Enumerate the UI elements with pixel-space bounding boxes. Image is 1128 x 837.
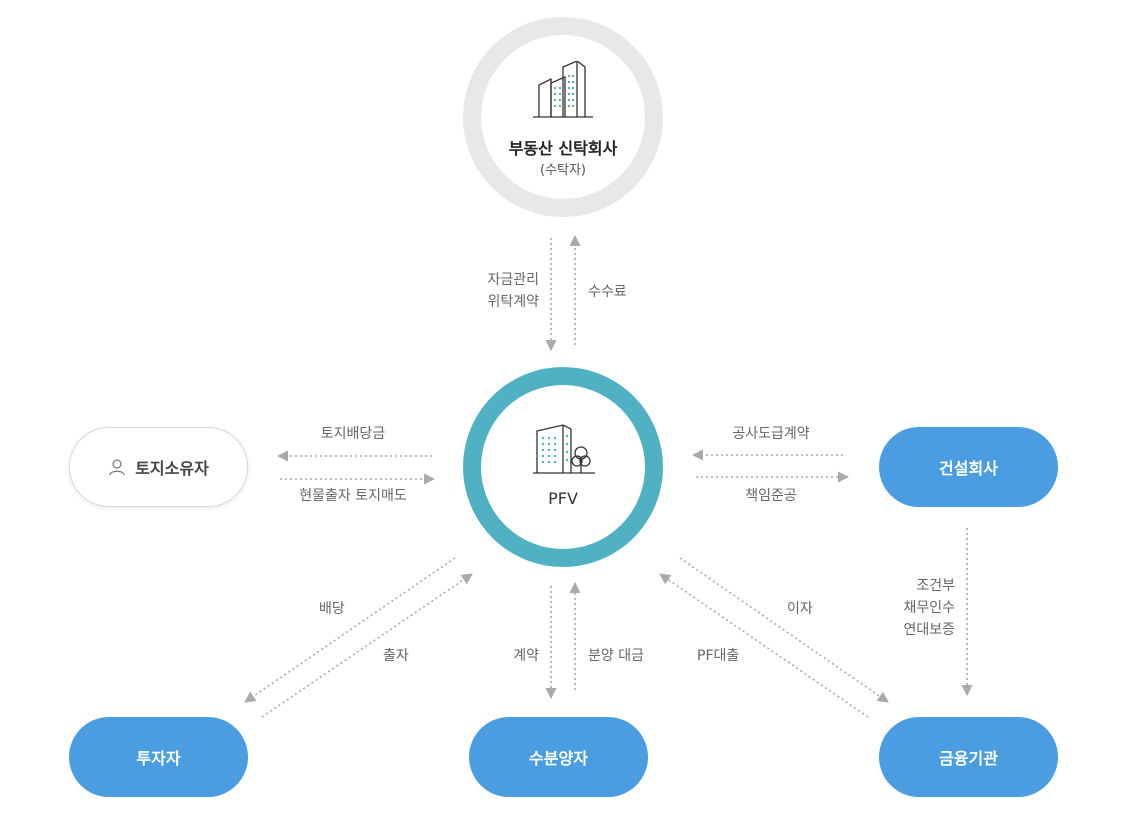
pfv-title: PFV [548,489,578,508]
financial-institution-node: 금융기관 [879,717,1058,797]
label-investor-to-pfv: 출자 [383,648,409,664]
user-icon [109,459,125,476]
buyer-title: 수분양자 [529,749,588,768]
construction-company-node: 건설회사 [879,427,1058,507]
label-construction-to-finance-line2: 채무인수 [903,600,955,616]
landowner-node: 토지소유자 [69,427,248,507]
label-trust-to-pfv-line1: 자금관리 [487,272,539,288]
arrow-pfv-to-investor [244,557,456,703]
label-pfv-to-construction: 책임준공 [745,488,797,504]
trust-company-node: 부동산 신탁회사 (수탁자) [463,17,663,217]
label-pfv-to-buyer: 계약 [513,648,539,664]
office-buildings-icon [533,61,593,118]
label-pfv-to-trust: 수수료 [588,284,627,300]
label-construction-to-finance: 조건부 채무인수 연대보증 [860,575,955,641]
arrow-investor-to-pfv [261,573,473,718]
label-construction-to-finance-line1: 조건부 [916,578,955,594]
building-tree-icon [533,424,595,474]
buyer-node: 수분양자 [469,717,648,797]
construction-company-title: 건설회사 [939,459,998,478]
label-construction-to-finance-line3: 연대보증 [903,622,955,638]
label-landowner-to-pfv: 현물출자 토지매도 [299,488,407,504]
label-pfv-to-landowner: 토지배당금 [320,426,386,442]
label-trust-to-pfv: 자금관리 위탁계약 [440,269,539,313]
arrow-finance-to-pfv [659,573,869,718]
label-trust-to-pfv-line2: 위탁계약 [487,294,539,310]
trust-company-title: 부동산 신탁회사 [508,139,618,158]
label-construction-to-pfv: 공사도급계약 [732,426,810,442]
label-pfv-to-finance: 이자 [787,601,813,617]
label-buyer-to-pfv: 분양 대금 [588,648,644,664]
trust-company-subtitle: (수탁자) [539,163,587,178]
landowner-title: 토지소유자 [135,459,209,478]
investor-title: 투자자 [136,749,181,768]
arrow-pfv-to-finance [679,557,889,703]
pfv-node: PFV [463,367,663,567]
investor-node: 투자자 [69,717,248,797]
financial-institution-title: 금융기관 [939,749,998,768]
label-finance-to-pfv: PF대출 [697,648,740,664]
label-pfv-to-investor: 배당 [319,601,345,617]
